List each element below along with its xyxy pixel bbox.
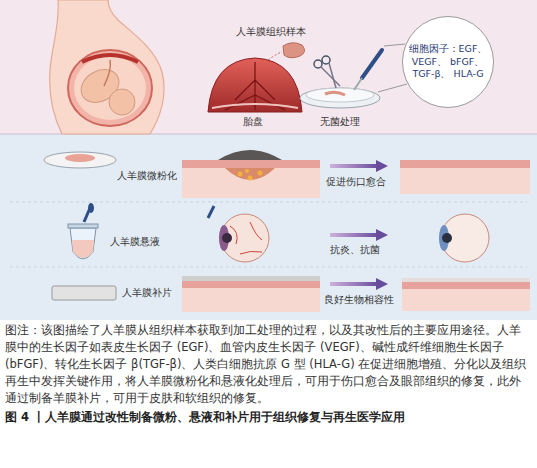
- scissors: [314, 56, 340, 88]
- bottom-panel: [10, 202, 527, 203]
- tissue-sample: [268, 52, 282, 60]
- wound-skin: [182, 168, 320, 198]
- figure-label: 人羊膜微粉化: [117, 170, 177, 182]
- figure-title: 图 4 丨人羊膜通过改性制备微粉、悬液和补片用于组织修复与再生医学应用: [5, 409, 532, 426]
- integrated-skin: [402, 282, 530, 289]
- wound-skin: [245, 169, 249, 173]
- petri-dish: [306, 88, 374, 102]
- petri-dish: [300, 88, 380, 108]
- integrated-skin: [402, 278, 530, 282]
- wound-skin: [182, 150, 320, 198]
- figure-label: 人羊膜悬液: [110, 236, 160, 248]
- petri-dish: [300, 88, 380, 108]
- bottom-panel: [0, 134, 537, 320]
- wound-skin: [218, 150, 282, 160]
- suspension-tube: [88, 203, 94, 213]
- process-arrow: [330, 164, 378, 168]
- leader-line: [378, 84, 407, 92]
- figure-label: 人羊膜补片: [122, 287, 172, 299]
- inflamed-eye: [230, 222, 262, 254]
- pregnant-woman: [68, 50, 152, 126]
- figure-caption: 图注：该图描绘了人羊膜从组织样本获取到加工处理的过程，以及其改性后的主要应用途径…: [5, 322, 532, 407]
- suspension-tube: [68, 203, 98, 259]
- cytokine-text: 细胞因子：EGF、 VEGF、 bFGF、 TGF-β、 HLA-G: [408, 43, 488, 81]
- process-arrow: [330, 233, 378, 237]
- figure-label: 抗炎、抗菌: [330, 244, 380, 256]
- figure-label: 良好生物相容性: [324, 294, 394, 306]
- petri-dish: [325, 92, 345, 95]
- pregnant-woman: [104, 60, 110, 86]
- inflamed-eye: [222, 233, 232, 243]
- top-panel: [0, 0, 537, 134]
- figure-label: 胎盘: [243, 116, 263, 128]
- amnion-patch: [52, 286, 116, 300]
- healthy-eye: [442, 233, 452, 243]
- top-panel: [0, 0, 537, 134]
- scissors: [329, 63, 336, 88]
- figure-label: 人羊膜组织样本: [236, 26, 306, 38]
- healed-skin: [400, 160, 530, 168]
- process-arrow: [376, 278, 388, 290]
- scalpel: [362, 50, 382, 78]
- wound-skin: [225, 168, 275, 180]
- micronized-dish: [65, 154, 95, 162]
- healthy-eye: [441, 214, 489, 262]
- process-arrow: [376, 229, 388, 241]
- patched-skin: [182, 281, 320, 288]
- patched-skin: [182, 276, 320, 312]
- scissors: [314, 60, 322, 68]
- placenta: [225, 62, 285, 110]
- healthy-eye: [439, 214, 489, 262]
- process-arrow: [330, 282, 378, 286]
- inflamed-eye: [208, 206, 214, 218]
- placenta: [208, 58, 302, 112]
- pregnant-woman: [50, 0, 164, 134]
- scalpel: [354, 50, 382, 90]
- process-arrow: [330, 278, 388, 290]
- integrated-skin: [402, 289, 530, 311]
- scalpel: [354, 78, 362, 90]
- inflamed-eye: [208, 206, 269, 262]
- wound-skin: [182, 160, 320, 168]
- placenta: [208, 58, 302, 112]
- pregnant-woman: [109, 89, 135, 115]
- wound-skin: [258, 171, 263, 176]
- pregnant-woman: [74, 56, 146, 120]
- suspension-tube: [68, 224, 98, 228]
- pregnant-woman: [50, 0, 164, 134]
- placenta: [212, 104, 298, 108]
- figure-label: 无菌处理: [320, 116, 360, 128]
- tissue-sample: [283, 43, 305, 58]
- wound-skin: [238, 172, 243, 177]
- process-arrow: [330, 160, 388, 172]
- process-arrow: [330, 229, 388, 241]
- process-arrow: [376, 160, 388, 172]
- scissors: [322, 56, 330, 64]
- wound-skin: [248, 176, 253, 181]
- bottom-panel: [0, 134, 537, 320]
- tissue-sample: [268, 43, 305, 60]
- patched-skin: [182, 276, 320, 281]
- leader-line: [384, 44, 405, 46]
- figure-label: 促进伤口愈合: [326, 176, 386, 188]
- healed-skin: [400, 168, 530, 194]
- micronized-dish: [44, 152, 116, 168]
- suspension-tube: [72, 240, 94, 258]
- bottom-panel: [10, 267, 527, 268]
- cytokine-circle: 细胞因子：EGF、 VEGF、 bFGF、 TGF-β、 HLA-G: [402, 16, 494, 108]
- amnion-patch: [52, 286, 116, 300]
- patched-skin: [182, 288, 320, 312]
- healed-skin: [400, 160, 530, 194]
- micronized-dish: [44, 152, 116, 168]
- integrated-skin: [402, 278, 530, 311]
- suspension-tube: [70, 228, 96, 259]
- inflamed-eye: [221, 214, 269, 262]
